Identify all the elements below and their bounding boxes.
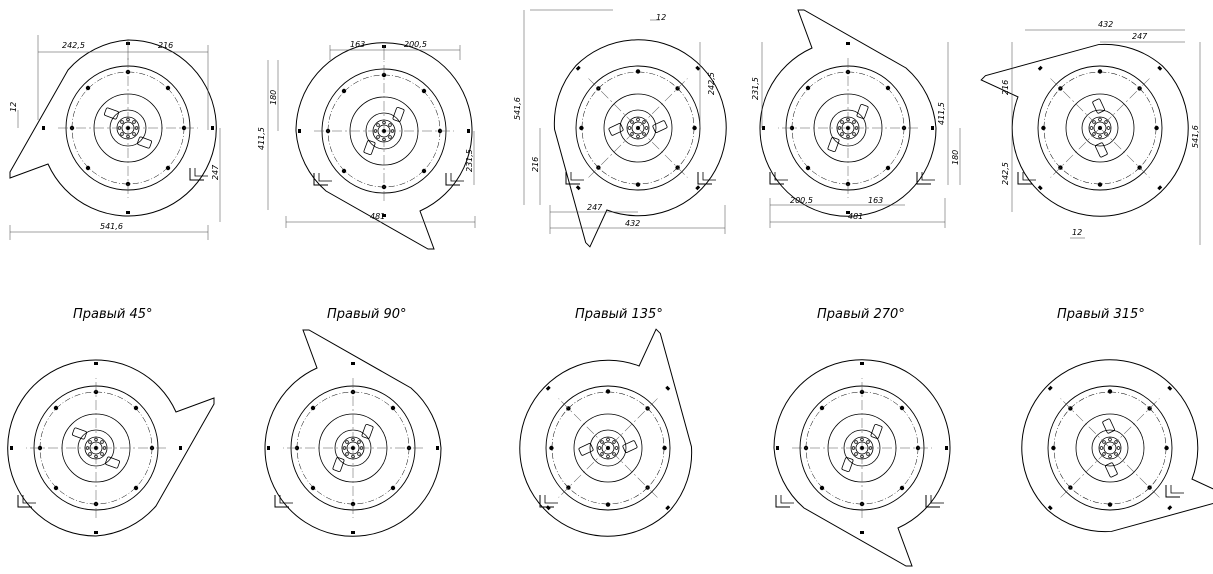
dim-label-12: 12 [1072,228,1082,237]
dim-label-12: 12 [9,102,18,112]
top-view-1: 242,5 216 12 247 541,6 [9,35,221,240]
dim-label-247: 247 [211,164,220,180]
caption-right-135: Правый 135° [575,307,663,322]
dimension-set-1 [9,35,221,240]
dim-label-180: 180 [951,150,960,165]
top-view-5: 432 247 216 541,6 242,5 12 [953,0,1213,254]
dim-label-242-5: 242,5 [707,72,716,95]
caption-right-270: Правый 270° [817,307,905,322]
bottom-view-right-270 [773,359,951,567]
dim-label-242-5: 242,5 [1001,162,1010,185]
dim-label-541-6: 541,6 [513,97,522,120]
dim-label-200-5: 200,5 [790,196,813,205]
dim-label-242-5: 242,5 [62,41,85,50]
dim-label-231-5: 231,5 [465,149,474,172]
dim-label-411-5: 411,5 [257,127,266,150]
dim-label-216: 216 [1001,80,1010,95]
top-view-4: 231,5 411,5 180 200,5 163 481 [751,9,961,228]
caption-right-90: Правый 90° [327,307,407,322]
dim-label-481: 481 [848,212,863,221]
dim-label-180: 180 [269,90,278,105]
top-view-3: 12 541,6 242,5 216 247 432 [491,2,764,275]
dim-label-247: 247 [1132,32,1148,41]
dim-label-200-5: 200,5 [404,40,427,49]
dim-label-432: 432 [1098,20,1113,29]
dim-label-231-5: 231,5 [751,77,760,100]
dim-label-247: 247 [587,203,603,212]
dim-label-163: 163 [350,40,365,49]
dim-label-163: 163 [868,196,883,205]
dim-label-216: 216 [531,157,540,172]
dim-label-411-5: 411,5 [937,102,946,125]
dim-label-216: 216 [158,41,173,50]
top-view-2: 163 200,5 180 411,5 231,5 481 [257,40,476,250]
bottom-view-right-135 [482,301,755,574]
dim-label-541-6: 541,6 [100,222,123,231]
bottom-view-right-315 [984,322,1213,574]
dim-label-481: 481 [370,212,385,221]
bottom-view-right-45 [7,359,215,537]
dim-label-432: 432 [625,219,640,228]
caption-right-315: Правый 315° [1057,307,1145,322]
dim-label-12: 12 [656,13,666,22]
bottom-view-right-90 [264,329,442,537]
caption-right-45: Правый 45° [73,307,153,322]
dim-label-541-6: 541,6 [1191,125,1200,148]
